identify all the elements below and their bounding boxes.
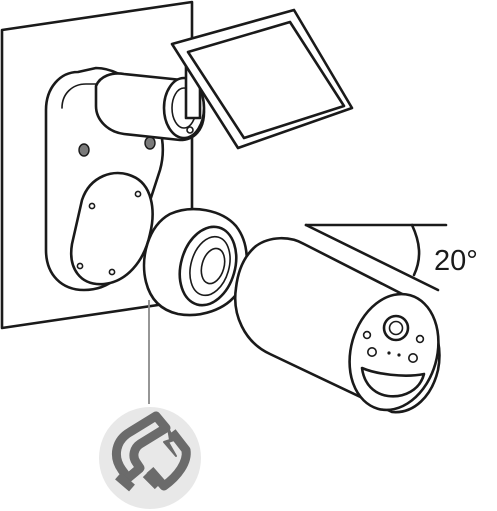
camera-led-left <box>366 346 377 357</box>
cover-screw-top-right <box>134 190 142 198</box>
magnetic-ball-mount <box>142 207 249 317</box>
cover-screw-bottom-right <box>108 268 116 276</box>
camera-led-right <box>407 352 418 363</box>
camera-led-center-2 <box>397 353 401 357</box>
cover-screw-top-left <box>88 202 96 210</box>
mount-screw-hole-right <box>144 136 156 150</box>
cover-screw-bottom-left <box>76 262 84 270</box>
mount-screw-hole-left <box>78 143 90 157</box>
mount-arm <box>94 60 206 142</box>
solar-panel <box>170 8 354 150</box>
camera-lens-outer <box>382 314 410 342</box>
tilt-angle-indicator: 20° <box>304 223 478 292</box>
camera-pir-window <box>360 366 426 398</box>
tilt-angle-label: 20° <box>434 245 478 277</box>
camera-sensor-left <box>362 330 372 340</box>
magnet-icon <box>111 411 191 492</box>
camera-led-center-1 <box>387 351 391 355</box>
magnet-badge <box>99 407 201 509</box>
camera-sensor-right <box>415 334 425 344</box>
camera-lens-inner <box>388 320 404 336</box>
arm-pivot-screw <box>186 126 194 134</box>
camera-body <box>233 236 441 414</box>
lightning-bolt-icon <box>163 427 177 457</box>
